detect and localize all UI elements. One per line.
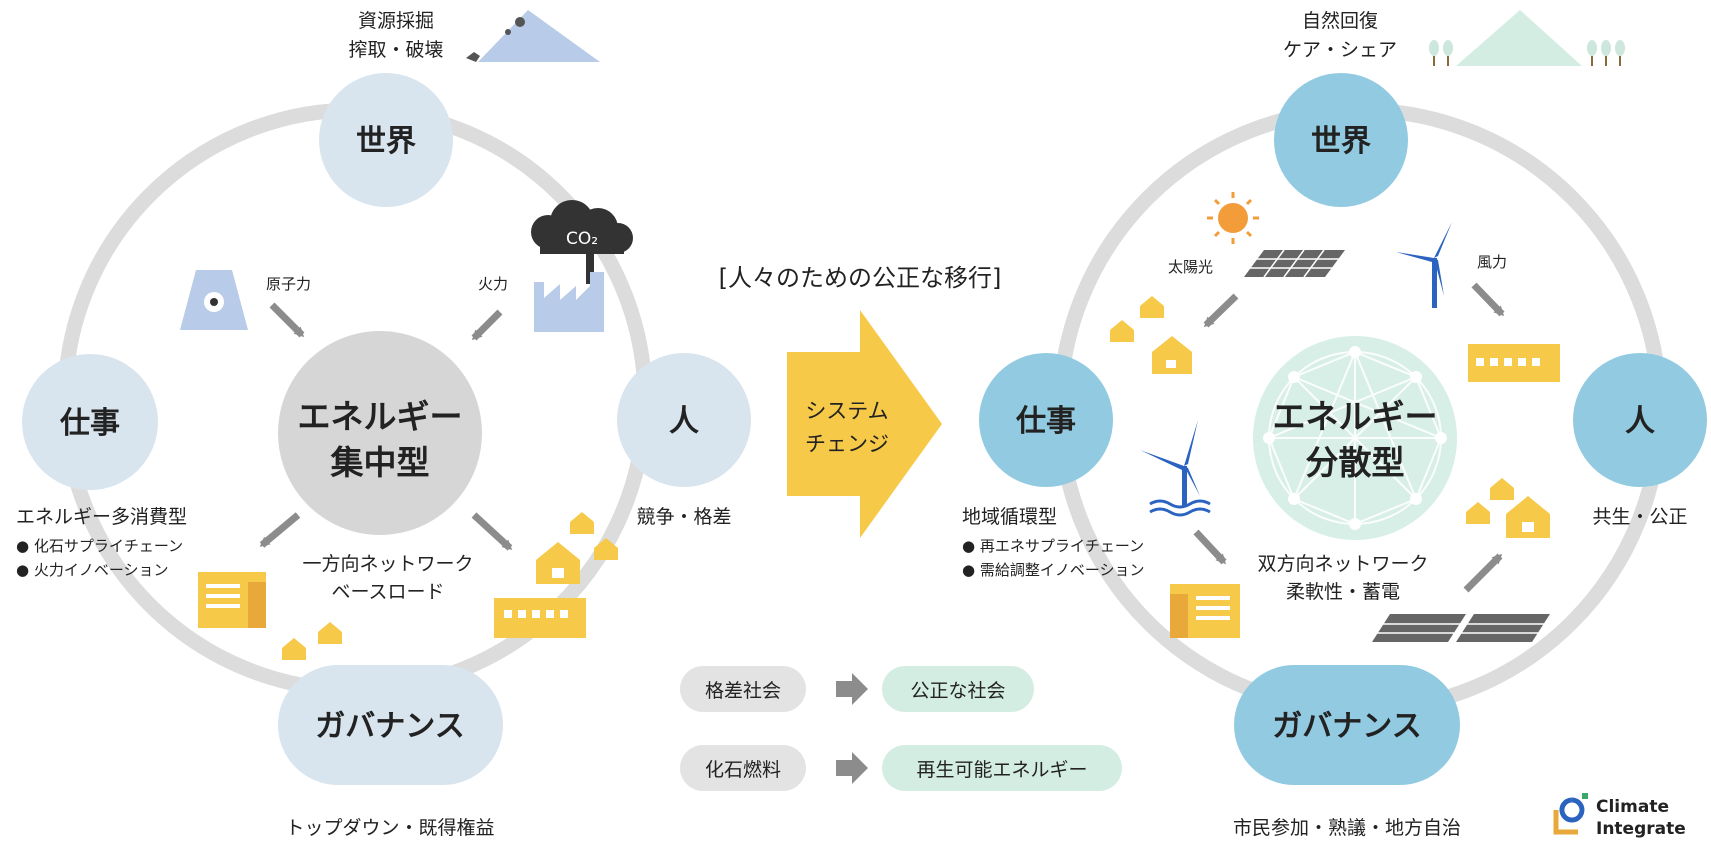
solar-panel-icon: [1244, 249, 1345, 278]
storage-solar-panels-icon: [1372, 614, 1550, 642]
right-work-desc-2: ● 需給調整イノベーション: [962, 561, 1145, 579]
left-network-2: ベースロード: [331, 581, 444, 603]
system-change-arrow: [787, 310, 942, 538]
logo-line-1: Climate: [1596, 797, 1669, 817]
compare-arrow-icon-1: [836, 673, 868, 705]
left-people-desc: 競争・格差: [636, 506, 731, 528]
thermal-label: 火力: [478, 275, 508, 293]
left-people-node: [617, 353, 751, 487]
compare-from-pill-1: [680, 666, 806, 712]
left-world-label: 世界: [356, 124, 416, 159]
left-work-desc-2: ● 火力イノベーション: [16, 561, 169, 579]
right-houses-bottom-icon: [1466, 478, 1550, 538]
thermal-arrow: [471, 309, 503, 341]
compare-to-label-1: 公正な社会: [910, 680, 1005, 702]
transition-title: [人々のための公正な移行]: [719, 264, 1002, 292]
left-center-node: [278, 331, 482, 535]
right-world-node: [1274, 73, 1408, 207]
left-work-desc-title: エネルギー多消費型: [16, 506, 187, 528]
right-network-2: 柔軟性・蓄電: [1286, 581, 1400, 603]
compare-to-pill-1: [882, 666, 1034, 712]
compare-to-label-2: 再生可能エネルギー: [916, 759, 1087, 781]
left-people-label: 人: [669, 404, 699, 439]
right-center-label-1: エネルギー: [1273, 397, 1438, 436]
right-work-desc-1: ● 再エネサプライチェーン: [962, 537, 1144, 555]
right-center-label-2: 分散型: [1306, 443, 1405, 482]
right-houses-top-icon: [1110, 296, 1192, 374]
solar-label: 太陽光: [1168, 258, 1213, 276]
mining-mountain-icon: [466, 10, 600, 62]
sun-icon: [1207, 192, 1259, 244]
center-to-houses-arrow: [471, 512, 513, 551]
left-top-caption-2: 搾取・破壊: [348, 39, 443, 61]
compare-from-label-1: 格差社会: [705, 680, 781, 702]
right-diagram: 自然回復 ケア・シェア 世界 仕事 人 ガバナンス: [962, 10, 1707, 839]
right-world-label: 世界: [1311, 124, 1371, 159]
center-to-factory-arrow: [259, 512, 301, 548]
thermal-plant-icon: [534, 254, 604, 332]
left-office-building-icon: [494, 598, 586, 638]
right-governance-label: ガバナンス: [1272, 709, 1421, 744]
right-top-caption-2: ケア・シェア: [1283, 39, 1397, 61]
right-factory-building-icon: [1170, 584, 1240, 638]
compare-from-pill-2: [680, 745, 806, 791]
compare-from-label-2: 化石燃料: [705, 759, 781, 781]
left-diagram: 資源採掘 搾取・破壊 世界 仕事 人 ガバナンス エネルギー 集中型 原子力: [16, 10, 751, 839]
left-network-1: 一方向ネットワーク: [302, 553, 473, 575]
offshore-wind-icon: [1140, 420, 1211, 517]
left-work-label: 仕事: [59, 406, 120, 441]
right-people-node: [1573, 353, 1707, 487]
storage-to-houses-arrow: [1463, 553, 1503, 593]
right-top-caption-1: 自然回復: [1302, 10, 1378, 32]
solar-to-houses-arrow: [1203, 293, 1239, 328]
left-work-desc-1: ● 化石サプライチェーン: [16, 537, 183, 555]
left-center-label-1: エネルギー: [298, 397, 463, 436]
left-world-node: [319, 73, 453, 207]
right-work-label: 仕事: [1015, 404, 1076, 439]
middle-section: [人々のための公正な移行] システム チェンジ 格差社会 公正な社会 化石燃料 …: [680, 264, 1122, 791]
climate-integrate-logo: Climate Integrate: [1553, 793, 1686, 839]
nuclear-label: 原子力: [266, 275, 311, 293]
co2-label: CO₂: [566, 229, 598, 249]
right-governance-node: [1234, 665, 1460, 785]
right-people-label: 人: [1625, 404, 1655, 439]
nature-hill-icon: [1429, 10, 1625, 66]
factory-building-icon: [198, 572, 266, 628]
nuclear-arrow: [269, 302, 305, 338]
right-office-building-icon: [1468, 344, 1560, 382]
left-center-label-2: 集中型: [330, 443, 430, 482]
logo-line-2: Integrate: [1596, 819, 1686, 839]
left-houses-icon: [536, 512, 618, 584]
wind-label: 風力: [1477, 253, 1507, 271]
compare-to-pill-2: [882, 745, 1122, 791]
compare-arrow-icon-2: [836, 752, 868, 784]
co2-cloud-icon: CO₂: [531, 200, 633, 254]
offshore-to-factory-arrow: [1193, 529, 1227, 565]
system-change-label-2: チェンジ: [805, 432, 889, 456]
system-change-label-1: システム: [805, 399, 888, 423]
right-people-desc: 共生・公正: [1592, 506, 1687, 528]
left-governance-node: [278, 665, 503, 785]
right-work-node: [979, 353, 1113, 487]
right-network-1: 双方向ネットワーク: [1257, 553, 1428, 575]
right-center-node: [1253, 336, 1457, 540]
left-small-houses-icon: [282, 622, 342, 660]
right-work-desc-title: 地域循環型: [962, 506, 1057, 528]
wind-turbine-top-icon: [1396, 222, 1452, 308]
wind-to-building-arrow: [1471, 282, 1505, 317]
left-governance-desc: トップダウン・既得権益: [285, 817, 494, 839]
right-governance-desc: 市民参加・熟議・地方自治: [1233, 817, 1461, 839]
left-top-caption-1: 資源採掘: [358, 10, 434, 32]
nuclear-plant-icon: [180, 270, 248, 330]
left-governance-label: ガバナンス: [315, 709, 464, 744]
left-work-node: [22, 354, 158, 490]
